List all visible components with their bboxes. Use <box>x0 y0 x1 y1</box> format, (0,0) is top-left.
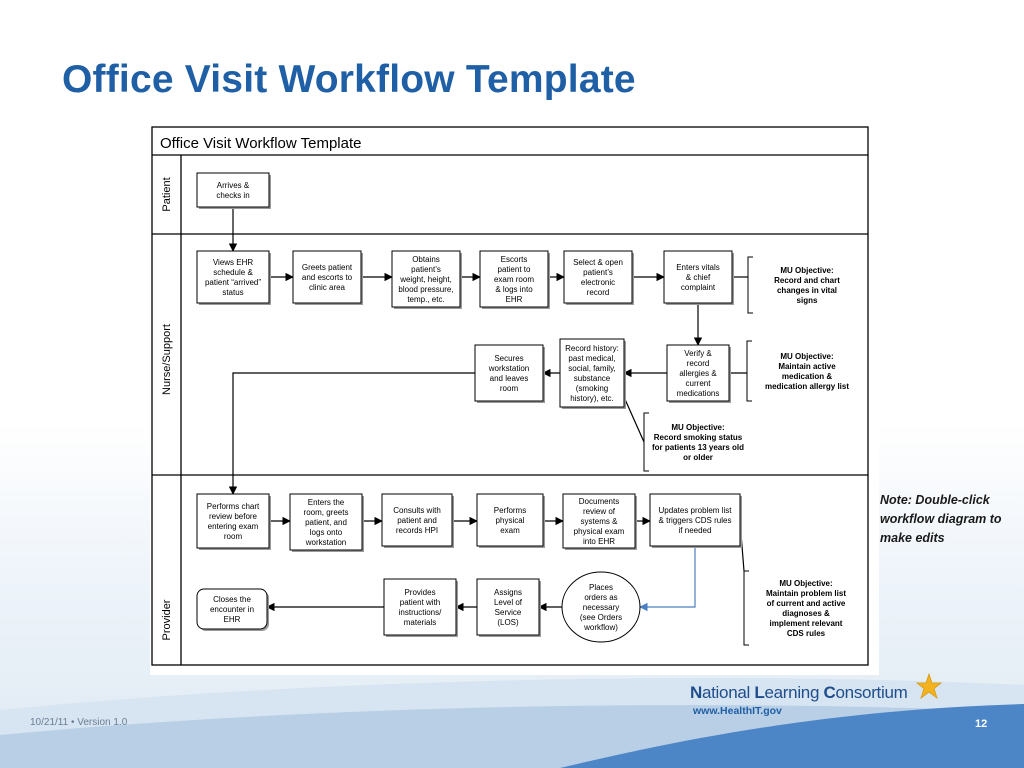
box-rect <box>196 172 270 208</box>
process-box-pr-updates[interactable]: Updates problem list& triggers CDS rules… <box>649 493 742 548</box>
workflow-svg[interactable]: Office Visit Workflow TemplatePatientNur… <box>150 117 879 675</box>
box-rect <box>196 493 270 549</box>
box-rect <box>381 493 453 547</box>
logo-part-0: N <box>690 683 702 702</box>
box-rect <box>663 250 733 304</box>
logo-part-1: ational <box>701 683 755 702</box>
process-box-p-arrives[interactable]: Arrives &checks in <box>196 172 271 209</box>
box-rect <box>559 338 625 408</box>
p-arrives-text: Arrives &checks in <box>216 181 250 200</box>
box-rect <box>196 250 270 304</box>
logo-part-3: earning <box>764 683 824 702</box>
footer-swoosh <box>0 678 1024 768</box>
nlc-logo: National Learning Consortium www.HealthI… <box>690 673 950 721</box>
process-box-n-history[interactable]: Record history:past medical,social, fami… <box>559 338 626 409</box>
star-icon <box>916 673 942 699</box>
diagram-border <box>151 126 869 666</box>
page-number: 12 <box>975 718 988 730</box>
pr-updates-text: Updates problem list& triggers CDS rules… <box>659 506 733 535</box>
lane-label-patient: Patient <box>161 177 173 211</box>
box-rect <box>391 250 461 308</box>
lane-label-nurse-support: Nurse/Support <box>161 324 173 395</box>
bracket <box>746 340 752 402</box>
logo-part-2: L <box>754 683 765 702</box>
slide-title: Office Visit Workflow Template <box>62 58 636 101</box>
box-rect <box>476 578 540 636</box>
edit-note: Note: Double-click workflow diagram to m… <box>880 493 1002 545</box>
footer-date-version: 10/21/11 • Version 1.0 <box>30 717 128 728</box>
box-rect <box>666 344 730 402</box>
box-rect <box>476 493 544 547</box>
box-rect <box>289 493 363 551</box>
n-history-text: Record history:past medical,social, fami… <box>565 344 619 403</box>
box-rect <box>563 250 633 304</box>
arrow-secures-to-chartreview <box>228 372 475 495</box>
box-rect <box>479 250 549 308</box>
bracket <box>747 256 753 314</box>
box-rect <box>383 578 457 636</box>
box-rect <box>562 493 636 549</box>
box-rect <box>196 588 268 630</box>
box-rect <box>474 344 544 402</box>
diagram-title: Office Visit Workflow Template <box>160 135 361 152</box>
bracket <box>643 412 649 472</box>
box-rect <box>292 250 362 304</box>
link-history-smoking <box>623 396 645 443</box>
box-rect <box>649 493 741 547</box>
logo-url: www.HealthIT.gov <box>693 705 782 717</box>
arrow-updates-to-orders <box>639 546 696 612</box>
bracket <box>743 570 749 646</box>
logo-part-5: onsortium <box>835 683 908 702</box>
logo-wordmark: National Learning Consortium <box>690 683 950 703</box>
ellipse-shape <box>561 571 641 643</box>
lane-label-provider: Provider <box>161 599 173 640</box>
logo-part-4: C <box>823 683 836 702</box>
